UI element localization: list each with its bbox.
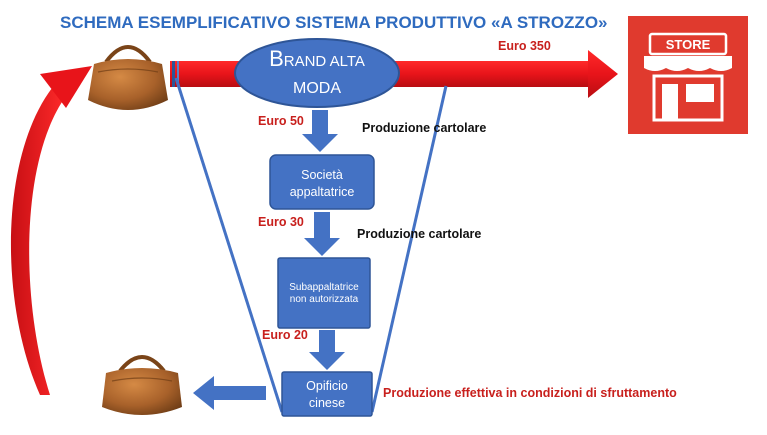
- price-label-subcontractor: Euro 30: [258, 215, 304, 229]
- activity-label-contractor: Produzione cartolare: [362, 121, 486, 135]
- activity-label-factory: Produzione effettiva in condizioni di sf…: [383, 386, 677, 400]
- curved-return-arrow: [10, 66, 92, 395]
- price-label-factory: Euro 20: [262, 328, 308, 342]
- factory-name-line2: cinese: [309, 396, 345, 410]
- arrow-down-2: [304, 212, 340, 256]
- brand-node: BRAND ALTA MODA: [234, 38, 400, 108]
- subcontractor-name-line1: Subappaltatrice: [289, 282, 359, 293]
- retail-price-label: Euro 350: [498, 39, 551, 53]
- level-box-subcontractor: Subappaltatrice non autorizzata: [277, 257, 371, 329]
- store-sign-label: STORE: [666, 37, 711, 52]
- subcontractor-name-line2: non autorizzata: [290, 294, 359, 305]
- contractor-name-line1: Società: [301, 168, 343, 182]
- factory-name-line1: Opificio: [306, 379, 348, 393]
- handbag-icon: [88, 45, 168, 110]
- contractor-name-line2: appaltatrice: [290, 185, 355, 199]
- price-label-contractor: Euro 50: [258, 114, 304, 128]
- arrow-down-3: [309, 330, 345, 370]
- page-title: SCHEMA ESEMPLIFICATIVO SISTEMA PRODUTTIV…: [60, 13, 608, 32]
- level-box-contractor: Società appaltatrice: [269, 154, 375, 210]
- brand-line2: MODA: [293, 80, 341, 97]
- funnel-outline: [174, 77, 448, 413]
- brand-line1: BRAND ALTA: [269, 46, 365, 71]
- store-icon: STORE: [628, 16, 748, 134]
- level-box-factory: Opificio cinese: [281, 371, 373, 417]
- handbag-icon: [102, 355, 182, 415]
- activity-label-subcontractor: Produzione cartolare: [357, 227, 481, 241]
- arrow-down-1: [302, 110, 338, 152]
- arrow-left-to-product: [193, 376, 266, 410]
